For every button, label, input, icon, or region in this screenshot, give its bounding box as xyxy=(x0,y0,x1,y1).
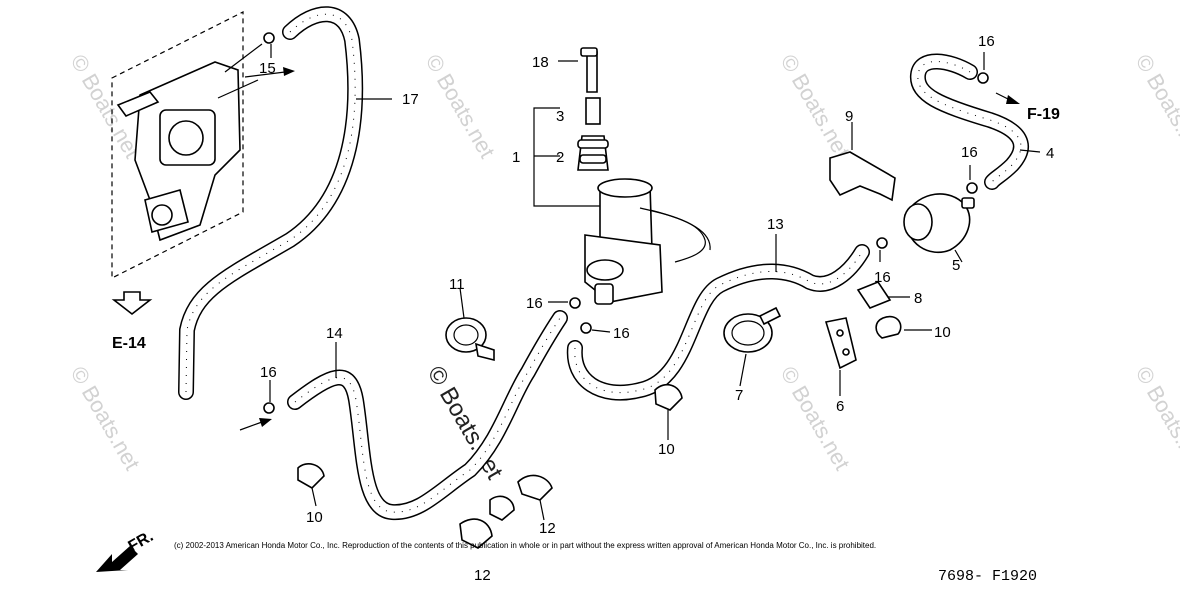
cushion-8 xyxy=(856,281,892,309)
callout-2: 2 xyxy=(556,149,564,166)
flow-arrows xyxy=(239,67,1020,431)
watermark: © Boats.net xyxy=(66,362,145,474)
watermark: © Boats.net xyxy=(421,50,500,162)
band-clamp-7 xyxy=(723,306,782,353)
hose-17 xyxy=(178,6,364,400)
clip-10-c xyxy=(297,463,325,489)
clip-12-a xyxy=(517,474,553,501)
watermark: © Boats.net xyxy=(776,362,855,474)
callout-17: 17 xyxy=(402,91,419,108)
callout-16-filter: 16 xyxy=(961,144,978,161)
callout-6: 6 xyxy=(836,398,844,415)
callout-5: 5 xyxy=(952,257,960,274)
clip-16-set xyxy=(263,72,989,414)
callout-labels: 18 3 2 1 15 17 9 4 16 16 5 13 16 8 10 6 … xyxy=(259,33,1054,584)
f19-label: F-19 xyxy=(1027,106,1060,123)
diagram-code: 7698- F1920 xyxy=(938,568,1038,585)
callout-12-bottom: 12 xyxy=(474,567,491,584)
watermark: © Boats.net xyxy=(1131,362,1180,474)
callout-16-right: 16 xyxy=(874,269,891,286)
watermark: © Boats.net xyxy=(776,50,855,162)
callout-9: 9 xyxy=(845,108,853,125)
callout-7: 7 xyxy=(735,387,743,404)
callout-12-right: 12 xyxy=(539,520,556,537)
bracket-9 xyxy=(829,151,896,202)
hose-13 xyxy=(566,244,870,401)
callout-13: 13 xyxy=(767,216,784,233)
fuel-pump-assembly xyxy=(533,47,711,305)
callout-16-pump-right: 16 xyxy=(613,325,630,342)
e14-reference: E-14 xyxy=(111,291,153,352)
callout-16-pump-left: 16 xyxy=(526,295,543,312)
callout-4: 4 xyxy=(1046,145,1054,162)
callout-8: 8 xyxy=(914,290,922,307)
clip-10-b xyxy=(654,383,683,411)
callout-10-left: 10 xyxy=(306,509,323,526)
leader-lines xyxy=(269,44,1041,521)
clip-12-b xyxy=(459,495,515,549)
callout-16-top: 16 xyxy=(978,33,995,50)
callout-10-mid: 10 xyxy=(658,441,675,458)
copyright-notice: (c) 2002-2013 American Honda Motor Co., … xyxy=(174,541,877,550)
callout-3: 3 xyxy=(556,108,564,125)
front-arrow: FR. xyxy=(96,528,156,572)
clip-11 xyxy=(445,317,495,362)
callout-15: 15 xyxy=(259,60,276,77)
carburetor-assembly xyxy=(111,11,275,279)
callout-10-right: 10 xyxy=(934,324,951,341)
hose-4 xyxy=(909,53,1029,190)
e14-label: E-14 xyxy=(112,335,146,352)
clip-10-a xyxy=(875,315,902,339)
callout-11: 11 xyxy=(449,276,465,293)
callout-1: 1 xyxy=(512,149,520,166)
hose-14 xyxy=(287,310,568,521)
stay-6 xyxy=(824,317,857,370)
fuel-filter-5 xyxy=(903,193,975,254)
watermark: © Boats.net xyxy=(1131,50,1180,162)
callout-16-left: 16 xyxy=(260,364,277,381)
callout-14: 14 xyxy=(326,325,343,342)
callout-18: 18 xyxy=(532,54,549,71)
